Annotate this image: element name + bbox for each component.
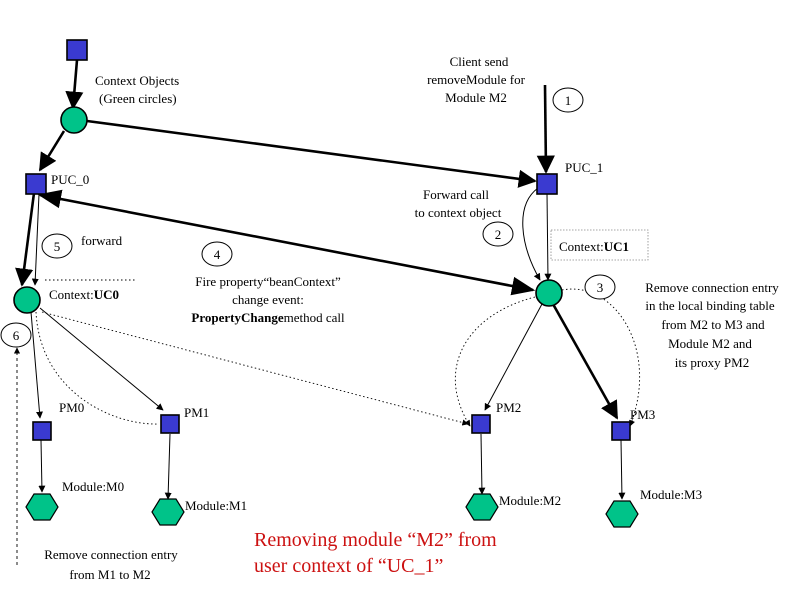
remove-entry-label: Remove connection entry bbox=[645, 280, 779, 295]
edge-uc0-to-pm0 bbox=[30, 311, 43, 419]
pm0-square bbox=[32, 421, 52, 441]
edge-pm1-to-m1 bbox=[164, 433, 172, 500]
context-object-circle bbox=[60, 106, 88, 134]
module-m2-label: Module:M2 bbox=[499, 493, 561, 508]
edge-uc0-to-pm1 bbox=[39, 307, 164, 411]
edge-forward-call bbox=[522, 187, 541, 281]
step-badge-4 bbox=[201, 241, 233, 267]
module-m1-label: Module:M1 bbox=[185, 498, 247, 513]
uc0-label: Context:UC0 bbox=[49, 287, 119, 302]
edge-pm2-to-m2 bbox=[478, 433, 486, 495]
forward-call-label: Forward call bbox=[423, 187, 489, 202]
module-m3-hexagon bbox=[605, 500, 639, 528]
edge-source-to-context bbox=[65, 59, 84, 110]
edge-pm3-to-m3 bbox=[618, 439, 626, 500]
remove-m1-label: from M1 to M2 bbox=[69, 567, 150, 582]
puc0-label: PUC_0 bbox=[51, 172, 89, 187]
fire-event-label: PropertyChangemethod call bbox=[191, 310, 345, 325]
edge-context-to-puc0 bbox=[38, 130, 66, 172]
remove-entry-label: Module M2 and bbox=[668, 336, 752, 351]
forward-label: forward bbox=[81, 233, 123, 248]
remove-m1-label: Remove connection entry bbox=[44, 547, 178, 562]
remove-entry-label: from M2 to M3 and bbox=[661, 317, 765, 332]
puc1-square bbox=[536, 173, 558, 195]
pm3-label: PM3 bbox=[630, 407, 655, 422]
pm3-square bbox=[611, 421, 631, 441]
puc1-label: PUC_1 bbox=[565, 160, 603, 175]
edge-uc0-loop-pm1 bbox=[35, 311, 159, 425]
diagram-title: Removing module “M2” from bbox=[254, 529, 497, 551]
uc1-label-box bbox=[550, 229, 649, 261]
pm0-label: PM0 bbox=[59, 400, 84, 415]
step-number: 4 bbox=[214, 247, 221, 262]
step-number: 3 bbox=[597, 280, 604, 295]
step-number: 5 bbox=[54, 239, 61, 254]
edge-uc1-to-pm2 bbox=[484, 303, 543, 411]
edge-uc0-dotted-pm2 bbox=[41, 311, 469, 426]
edge-pm0-to-m0 bbox=[38, 439, 46, 493]
step-number: 6 bbox=[13, 328, 20, 343]
pm2-square bbox=[471, 414, 491, 434]
module-m1-hexagon bbox=[151, 498, 185, 526]
edge-context-to-puc1 bbox=[86, 119, 537, 188]
uc1-label: Context:UC1 bbox=[559, 239, 629, 254]
remove-entry-label: in the local binding table bbox=[645, 298, 774, 313]
edge-uc1-to-pm3 bbox=[551, 303, 619, 420]
uc1-circle bbox=[535, 279, 563, 307]
client-send-label: removeModule for bbox=[427, 72, 526, 87]
edge-uc1-loop-pm3 bbox=[561, 288, 640, 427]
fire-event-label: Fire property“beanContext” bbox=[195, 274, 341, 289]
puc0-square bbox=[25, 173, 47, 195]
edge-puc0-to-uc0-thin bbox=[31, 193, 40, 286]
module-m2-hexagon bbox=[465, 493, 499, 521]
step-badge-2 bbox=[482, 221, 514, 247]
pm2-label: PM2 bbox=[496, 400, 521, 415]
step-number: 2 bbox=[495, 227, 502, 242]
forward-call-label: to context object bbox=[415, 205, 502, 220]
module-m0-label: Module:M0 bbox=[62, 479, 124, 494]
client-send-label: Client send bbox=[450, 54, 509, 69]
step-badge-5 bbox=[41, 233, 73, 259]
uc0-circle bbox=[13, 286, 41, 314]
module-m0-hexagon bbox=[25, 493, 59, 521]
context-objects-label: Context Objects bbox=[95, 73, 179, 88]
step-badge-1 bbox=[552, 87, 584, 113]
edge-uc1-puc0 bbox=[37, 189, 536, 296]
edge-puc0-to-uc0-thick bbox=[15, 192, 36, 287]
step-badge-6 bbox=[0, 322, 32, 348]
context-objects-label: (Green circles) bbox=[99, 91, 177, 106]
edge-uc1-loop-pm2 bbox=[454, 296, 536, 427]
edge-puc1-to-uc1 bbox=[544, 192, 552, 281]
client-send-label: Module M2 bbox=[445, 90, 507, 105]
pm1-label: PM1 bbox=[184, 405, 209, 420]
edge-client-to-puc1 bbox=[536, 84, 555, 174]
remove-entry-label: its proxy PM2 bbox=[675, 355, 749, 370]
pm1-square bbox=[160, 414, 180, 434]
fire-event-label: change event: bbox=[232, 292, 304, 307]
step-number: 1 bbox=[565, 93, 572, 108]
module-m3-label: Module:M3 bbox=[640, 487, 702, 502]
source-square bbox=[66, 39, 88, 61]
diagram-title: user context of “UC_1” bbox=[254, 555, 443, 577]
step-badge-3 bbox=[584, 274, 616, 300]
